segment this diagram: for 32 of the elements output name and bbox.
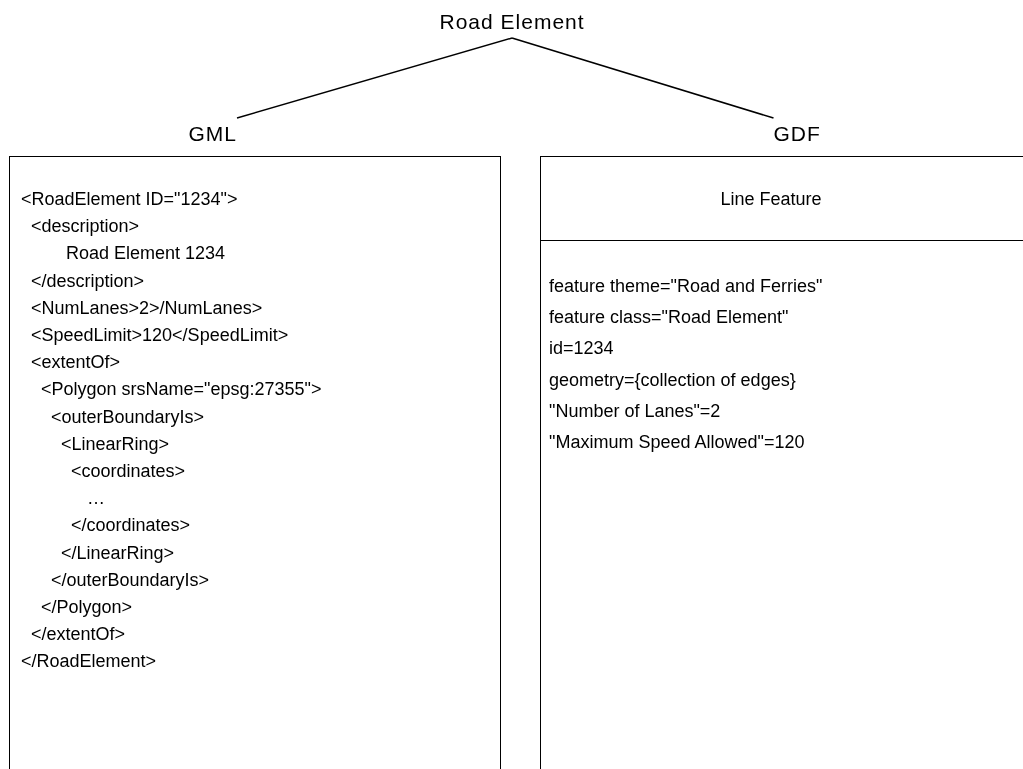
attribute-line: feature class="Road Element" xyxy=(549,306,789,329)
code-line: </LinearRing> xyxy=(61,541,175,564)
code-line: <description> xyxy=(31,215,140,238)
code-line: </outerBoundaryIs> xyxy=(51,568,210,591)
attribute-line: id=1234 xyxy=(549,337,614,360)
code-box xyxy=(9,156,501,769)
attribute-line: geometry={collection of edges} xyxy=(549,368,796,391)
code-line: <LinearRing> xyxy=(61,432,170,455)
code-line: <outerBoundaryIs> xyxy=(51,405,205,428)
code-line: Road Element 1234 xyxy=(66,242,226,265)
attribute-line: "Number of Lanes"=2 xyxy=(549,399,721,422)
attribute-line: "Maximum Speed Allowed"=120 xyxy=(549,431,805,453)
record-box xyxy=(540,156,1023,769)
code-line: </extentOf> xyxy=(31,623,126,646)
connector-line xyxy=(236,37,513,119)
code-line: </coordinates> xyxy=(71,514,191,537)
code-line: <Polygon srsName="epsg:27355"> xyxy=(41,378,322,401)
code-line: … xyxy=(87,487,105,510)
code-line: </Polygon> xyxy=(41,596,133,618)
code-line: <RoadElement ID="1234"> xyxy=(21,188,238,210)
tree-node-label: Road Element xyxy=(439,10,585,34)
code-line: </RoadElement> xyxy=(21,650,157,673)
code-line: </description> xyxy=(31,269,145,292)
connector-line xyxy=(511,37,775,119)
tree-node-label: GDF xyxy=(773,122,821,146)
code-line: <SpeedLimit>120</SpeedLimit> xyxy=(31,324,289,346)
tree-node-label: GML xyxy=(188,122,237,146)
code-line: <NumLanes>2>/NumLanes> xyxy=(31,296,263,319)
code-line: <coordinates> xyxy=(71,460,186,482)
attribute-line: feature theme="Road and Ferries" xyxy=(549,275,823,297)
code-line: <extentOf> xyxy=(31,351,121,374)
box-heading: Line Feature xyxy=(720,188,822,210)
